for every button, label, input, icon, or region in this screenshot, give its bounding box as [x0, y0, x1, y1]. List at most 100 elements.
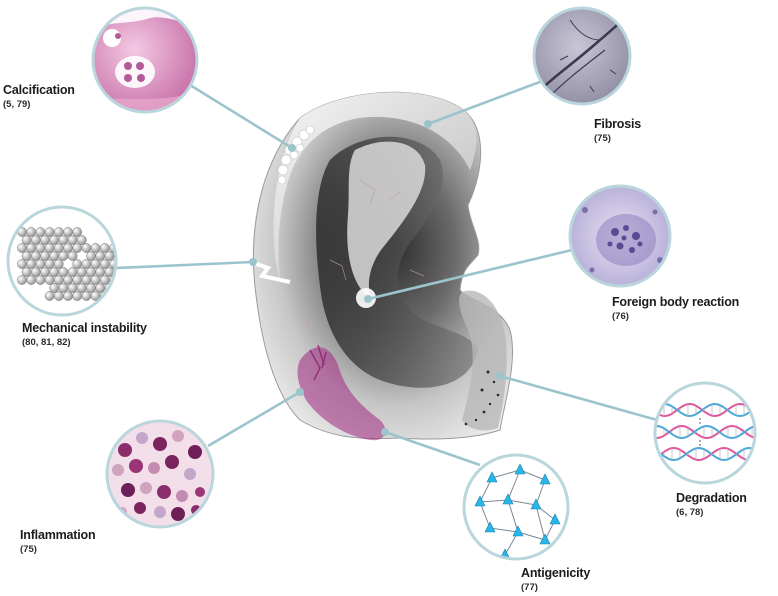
connector-end-dots [249, 120, 504, 436]
ear-antihelix [347, 141, 426, 300]
lattice-sphere [95, 267, 106, 277]
lattice-sphere [58, 267, 69, 277]
lattice-sphere [53, 243, 64, 253]
lattice-sphere [35, 243, 46, 253]
antigen-mark [530, 498, 542, 510]
lattice-sphere [53, 227, 64, 237]
antigen-link [489, 527, 519, 533]
dna-strand [655, 402, 755, 418]
degradation-connector [499, 374, 658, 422]
lattice-sphere [26, 243, 37, 253]
inflammation-cell [184, 468, 196, 480]
dna-strand [655, 424, 755, 440]
inflammation-cell [148, 462, 160, 474]
inflammation-cell [171, 507, 185, 521]
ear-lobe [459, 290, 507, 431]
dna-strand [655, 446, 755, 462]
antigen-link [479, 501, 491, 529]
lattice-sphere [72, 227, 83, 237]
lattice-sphere [49, 267, 60, 277]
antigen-mark [514, 463, 526, 475]
mechanical-instability-refs: (80, 81, 82) [22, 337, 71, 349]
lattice-sphere [63, 243, 73, 253]
lattice-sphere [44, 227, 55, 237]
inflammation-title: Inflammation [20, 528, 96, 542]
foreign-body-reaction-micrograph [568, 184, 672, 288]
dna-strand [655, 446, 755, 462]
fibrosis-title: Fibrosis [594, 117, 642, 131]
lattice-sphere [49, 283, 60, 293]
inflammation-connector [207, 390, 301, 448]
inflammation-cell [188, 445, 202, 459]
lattice-sphere [95, 283, 106, 293]
inflammation-cell [195, 487, 205, 497]
mechanical-instability-lattice [6, 205, 118, 317]
antigen-mark [512, 525, 524, 537]
lattice-sphere [72, 291, 83, 301]
lattice-sphere [30, 235, 41, 245]
lattice-sphere [44, 275, 55, 285]
lattice-sphere [26, 275, 37, 285]
lattice-sphere [44, 243, 55, 253]
calcification-refs: (5, 79) [3, 99, 31, 111]
lattice-sphere [44, 291, 55, 301]
lattice-sphere [53, 259, 64, 269]
lattice-sphere [58, 283, 69, 293]
lattice-sphere [35, 275, 46, 285]
lattice-sphere [63, 275, 73, 285]
lattice-sphere [17, 275, 27, 285]
degradation-title: Degradation [676, 491, 747, 505]
inflammation-refs: (75) [20, 544, 37, 556]
antigen-link [517, 531, 546, 541]
mechanical-instability-label: Mechanical instability (80, 81, 82) [22, 321, 147, 349]
lattice-sphere [35, 227, 46, 237]
lattice-sphere [76, 267, 87, 277]
antigenicity-refs: (77) [521, 582, 538, 594]
antigen-link [507, 469, 521, 501]
antigenicity-illustration [462, 453, 570, 561]
lattice-sphere [49, 235, 60, 245]
antigen-mark [486, 471, 498, 483]
lattice-sphere [86, 251, 96, 261]
lattice-sphere [76, 235, 87, 245]
calcification-title: Calcification [3, 83, 75, 97]
inflammation-cell [129, 459, 143, 473]
fibrosis-connector [427, 78, 546, 126]
inflammation-cell [172, 430, 184, 442]
lattice-sphere [81, 275, 92, 285]
degradation-label: Degradation (6, 78) [676, 491, 747, 519]
degradation-speckles [464, 370, 500, 426]
lattice-sphere [81, 291, 92, 301]
inflammation-cell [136, 432, 148, 444]
lattice-sphere [30, 251, 41, 261]
lattice-sphere [21, 251, 32, 261]
lattice-sphere [67, 251, 78, 261]
inflammation-cell [157, 485, 171, 499]
inflammation-cell [176, 490, 188, 502]
lattice-sphere [53, 291, 64, 301]
inflammation-cell [134, 502, 146, 514]
degradation-illustration [653, 381, 757, 485]
lattice-sphere [67, 283, 78, 293]
lattice-sphere [90, 259, 101, 269]
lattice-sphere [53, 275, 64, 285]
lattice-sphere [99, 275, 110, 285]
lattice-sphere [17, 259, 27, 269]
lattice-sphere [44, 259, 55, 269]
antigenicity-connector [384, 430, 481, 467]
antigen-link [479, 499, 509, 503]
calcification-micrograph [91, 6, 199, 114]
antigen-mark [474, 495, 486, 507]
antigen-mark [502, 493, 514, 505]
mechanical-instability-title: Mechanical instability [22, 321, 147, 335]
ear-illustration [252, 91, 513, 441]
lattice-sphere [72, 259, 83, 269]
antigen-link [507, 499, 537, 506]
lattice-sphere [40, 235, 50, 245]
dna-strand [655, 402, 755, 418]
foreign-body-reaction-title: Foreign body reaction [612, 295, 740, 309]
foreign-body-reaction-connector [367, 248, 573, 301]
inflammation-cell [153, 437, 167, 451]
antigen-mark [549, 513, 561, 525]
lattice-sphere [58, 235, 69, 245]
